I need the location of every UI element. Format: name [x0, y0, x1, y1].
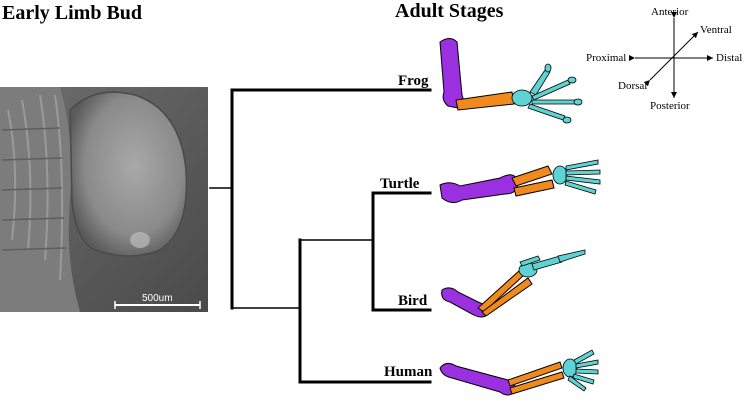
taxon-label-turtle: Turtle [380, 176, 420, 192]
human-limb [439, 349, 599, 396]
compass-label-anterior: Anterior [651, 6, 689, 18]
body-wall [0, 87, 80, 312]
compass-label-ventral: Ventral [700, 24, 732, 36]
human-hand [562, 349, 599, 392]
bird-limb [441, 249, 586, 318]
frog-radioulna [455, 91, 515, 111]
adult-stages-title: Adult Stages [395, 0, 504, 22]
bird-ulna [481, 277, 533, 317]
bird-hand [518, 249, 586, 278]
human-radius [507, 361, 563, 387]
bird-humerus [441, 287, 489, 318]
taxon-label-frog: Frog [398, 73, 429, 89]
turtle-humerus [439, 174, 519, 204]
compass-label-posterior: Posterior [650, 100, 690, 112]
frog-limb [439, 38, 583, 124]
compass-label-distal: Distal [716, 52, 743, 64]
turtle-radius [511, 165, 553, 187]
turtle-ulna [513, 179, 555, 197]
taxon-label-human: Human [384, 364, 433, 380]
early-limb-bud-title: Early Limb Bud [2, 2, 143, 24]
taxon-label-bird: Bird [398, 293, 428, 309]
limb-bud [69, 91, 188, 257]
scale-bar-label: 500um [142, 293, 173, 304]
compass-label-proximal: Proximal [586, 52, 627, 64]
turtle-hand [552, 159, 601, 195]
human-ulna [509, 371, 565, 395]
frog-humerus [439, 38, 464, 109]
frog-hand [511, 63, 583, 124]
turtle-limb [439, 159, 601, 204]
phylogenetic-tree [209, 88, 432, 384]
orientation-compass [629, 12, 713, 98]
sem-micrograph [0, 87, 208, 312]
compass-label-dorsal: Dorsal [618, 80, 648, 92]
human-humerus [439, 362, 516, 396]
